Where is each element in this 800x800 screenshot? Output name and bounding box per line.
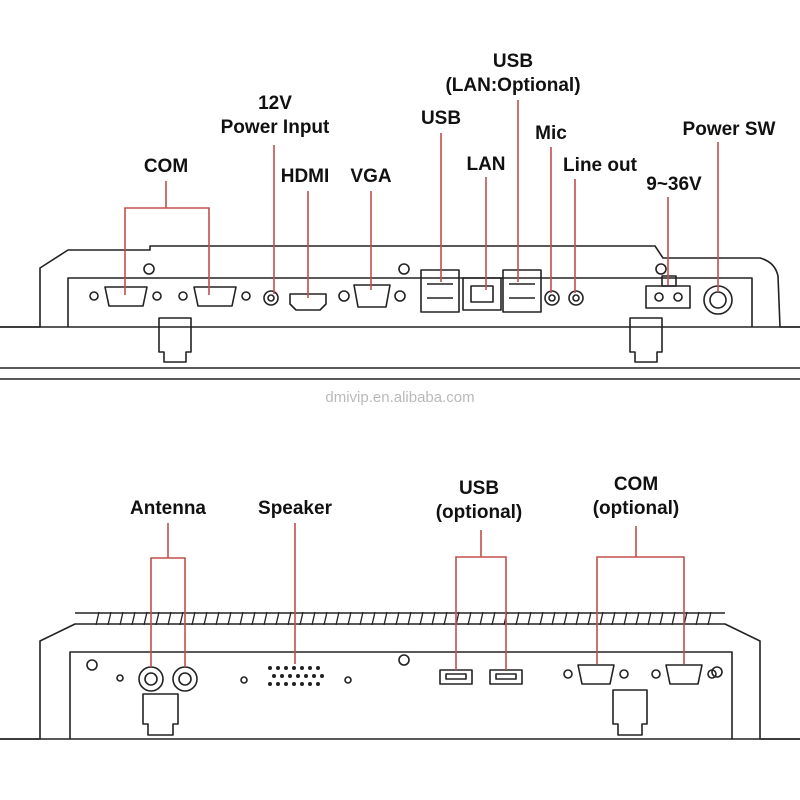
top-screw-mid (398, 263, 410, 275)
hdmi-port (289, 293, 327, 311)
bottom-io-plate (69, 651, 733, 739)
usb-stack-1 (420, 269, 460, 313)
heatsink-fins (95, 611, 712, 626)
bottom-housing (0, 623, 800, 740)
vga-port (338, 284, 406, 308)
top-housing (0, 245, 800, 328)
top-screw-left (143, 263, 155, 275)
power-input-jack (263, 290, 279, 306)
dc-terminal (645, 275, 691, 309)
label-usb: USB (420, 108, 462, 129)
label-usb-optional-line1: USB (458, 478, 500, 499)
leader-antenna (150, 523, 186, 667)
bottom-leader-lines (150, 523, 685, 670)
bottom-panel (0, 611, 800, 740)
label-power-input: 12V Power Input (221, 92, 330, 140)
usb-stack-2 (502, 269, 542, 313)
leader-com (124, 181, 210, 295)
com-optional-port-1 (563, 664, 629, 685)
bottom-clip-right (612, 689, 648, 736)
label-com-optional: COM (optional) (593, 473, 680, 521)
label-voltage: 9~36V (646, 174, 702, 195)
top-panel (0, 245, 800, 380)
com-port-2 (178, 286, 251, 307)
label-usb-lan-line2: (LAN:Optional) (445, 75, 581, 96)
label-speaker: Speaker (258, 498, 332, 519)
antenna-connector-2 (172, 666, 198, 692)
leader-com-optional (596, 526, 685, 664)
usb-optional-port-1 (439, 669, 473, 685)
label-antenna: Antenna (130, 498, 206, 519)
line-out-jack (568, 290, 584, 306)
top-clip-right (629, 317, 663, 363)
label-hdmi: HDMI (280, 166, 330, 187)
usb-optional-port-2 (489, 669, 523, 685)
mic-jack (544, 290, 560, 306)
com-optional-port-2 (651, 664, 717, 685)
bottom-clip-left (142, 693, 179, 736)
leader-usb-optional (455, 530, 507, 670)
label-line-out: Line out (563, 155, 637, 176)
top-leader-lines (124, 100, 719, 298)
lan-port (462, 277, 502, 311)
label-usb-lan: USB (LAN:Optional) (445, 50, 580, 98)
label-vga: VGA (350, 166, 392, 187)
label-usb-optional: USB (optional) (436, 477, 523, 525)
label-power-sw: Power SW (682, 119, 776, 140)
top-clip-left (158, 317, 192, 363)
top-screw-right (655, 263, 667, 275)
bottom-screw-right (711, 666, 723, 678)
label-com-optional-line2: (optional) (592, 498, 680, 519)
label-lan: LAN (466, 154, 506, 175)
label-usb-lan-line1: USB (492, 51, 534, 72)
speaker-grille (268, 666, 324, 686)
label-mic: Mic (535, 123, 567, 144)
label-com-optional-line1: COM (613, 474, 659, 495)
label-usb-optional-line2: (optional) (435, 502, 523, 523)
label-power-input-line2: Power Input (220, 117, 330, 138)
watermark: dmivip.en.alibaba.com (325, 389, 475, 406)
antenna-connector-1 (138, 666, 164, 692)
bottom-screw-mid (398, 654, 410, 666)
com-port-1 (89, 286, 162, 307)
label-power-input-line1: 12V (258, 93, 292, 114)
label-com: COM (143, 156, 189, 177)
bottom-screw-left (86, 659, 98, 671)
top-io-plate (67, 277, 753, 327)
